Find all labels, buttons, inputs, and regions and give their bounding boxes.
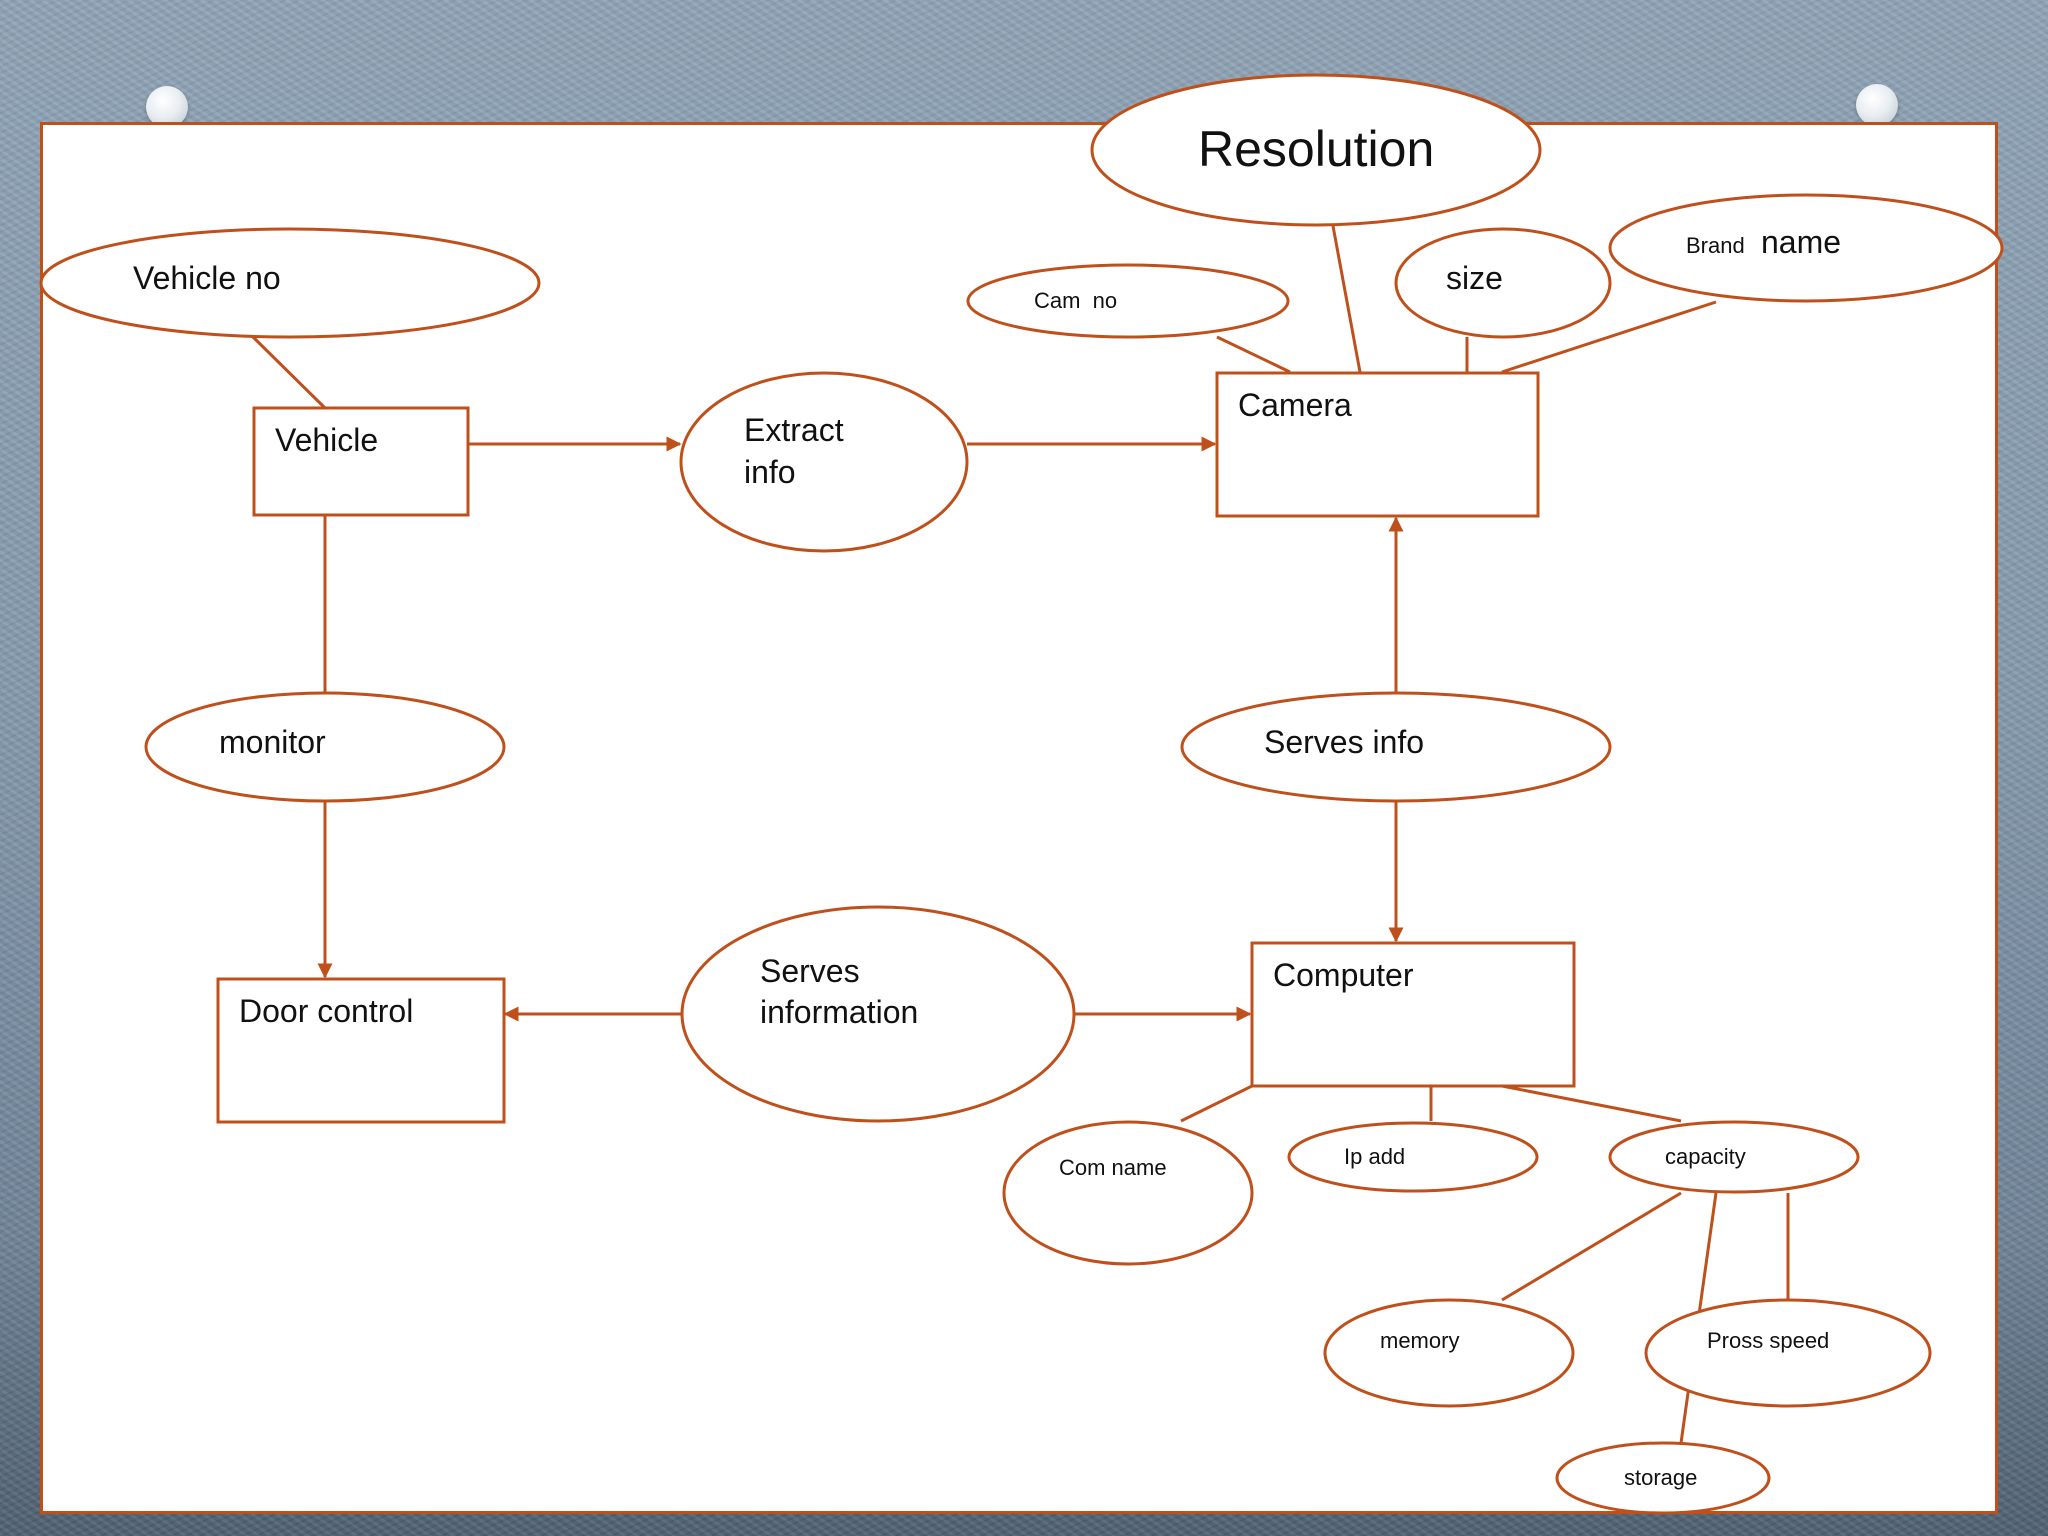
relationship-monitor-label: monitor (219, 724, 326, 760)
relationship-serves-information (680, 905, 1076, 1123)
attribute-com-name (1002, 1120, 1254, 1266)
attribute-pross-speed-label: Pross speed (1707, 1328, 1829, 1353)
relationship-serves-info (1180, 691, 1612, 803)
attribute-resolution-label: Resolution (1198, 121, 1434, 177)
connector-vehicle-no (251, 335, 327, 410)
relationship-serves-info-label: Serves info (1264, 724, 1424, 760)
connector-capacity (1501, 1084, 1682, 1123)
attribute-memory-label: memory (1380, 1328, 1459, 1353)
attribute-size (1394, 227, 1612, 339)
attribute-ip-add-label: Ip add (1344, 1144, 1405, 1169)
relationship-extract-info (679, 371, 969, 553)
attribute-vehicle-no (39, 227, 541, 339)
pushpin-left (146, 86, 188, 128)
attribute-storage-label: storage (1624, 1465, 1697, 1490)
connector-memory (1501, 1191, 1682, 1302)
connector-com-name (1180, 1084, 1253, 1123)
attribute-ip-add (1287, 1121, 1539, 1193)
attribute-resolution (1090, 73, 1542, 227)
attribute-cam-no-label: Cam no (1034, 288, 1117, 313)
entity-computer (1250, 941, 1576, 1088)
attribute-cam-no (966, 263, 1290, 339)
attribute-storage (1555, 1441, 1771, 1515)
relationship-monitor (144, 691, 506, 803)
attribute-capacity (1608, 1120, 1860, 1194)
entity-computer-label: Computer (1273, 957, 1414, 993)
attribute-vehicle-no-label: Vehicle no (133, 260, 281, 296)
attribute-brand-name-label: name (1761, 224, 1841, 260)
attribute-pross-speed (1644, 1298, 1932, 1408)
relationship-serves-information-label-line2: information (760, 994, 918, 1030)
attribute-com-name-label: Com name (1059, 1155, 1167, 1180)
connector-brand-name (1501, 300, 1717, 374)
attribute-memory (1323, 1298, 1575, 1408)
attribute-size-label: size (1446, 260, 1503, 296)
relationship-extract-info-label-line1: Extract (744, 412, 844, 448)
diagram-board (40, 122, 1998, 1514)
relationship-extract-info-label-line2: info (744, 454, 796, 490)
attribute-brand-name (1608, 193, 2004, 303)
connector-cam-no (1216, 335, 1291, 374)
entity-camera-label: Camera (1238, 387, 1352, 423)
entity-vehicle (252, 406, 470, 517)
entity-camera (1215, 371, 1540, 518)
entity-door-control-label: Door control (239, 993, 413, 1029)
entity-vehicle-label: Vehicle (275, 422, 378, 458)
relationship-serves-information-label-line1: Serves (760, 953, 860, 989)
attribute-brand-label: Brand (1686, 233, 1745, 258)
entity-door-control (216, 977, 506, 1124)
pushpin-right (1856, 84, 1898, 126)
attribute-capacity-label: capacity (1665, 1144, 1746, 1169)
connector-resolution (1331, 225, 1362, 373)
